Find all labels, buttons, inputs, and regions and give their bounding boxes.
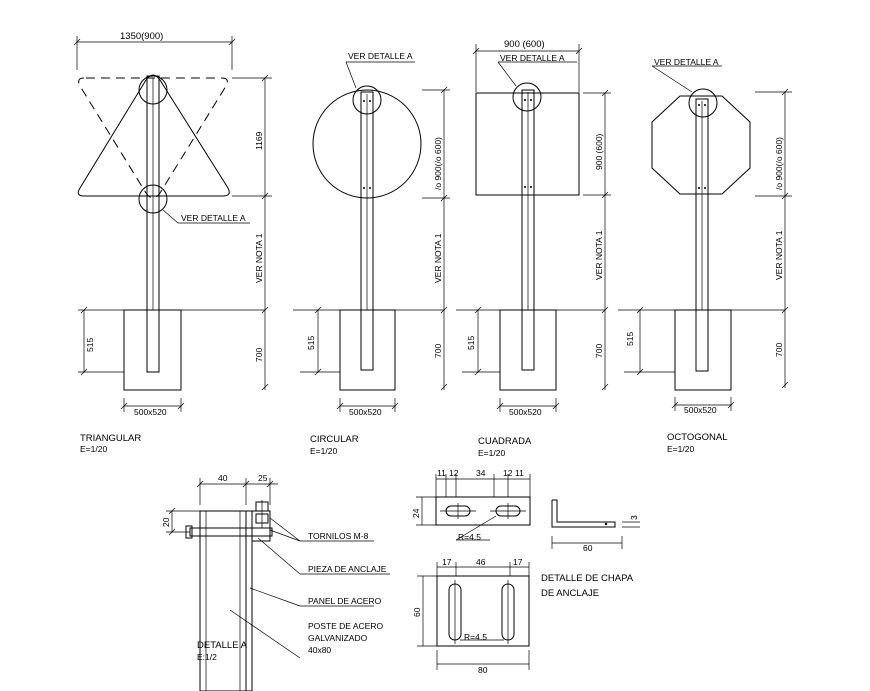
triangular-foundation (123, 309, 182, 391)
sign-triangular: 1350(900) VER DETALLE A 1169 VER NOTA 1 … (73, 31, 272, 454)
plate-side-length: 60 (583, 543, 593, 553)
triangular-detail-ref: VER DETALLE A (181, 213, 246, 223)
detail-a-label-post-1: POSTE DE ACERO (308, 621, 383, 631)
circular-depth-dim: 700 (433, 344, 443, 358)
circular-embed-dim: 515 (306, 336, 316, 350)
octogonal-post-note: VER NOTA 1 (774, 230, 784, 280)
octogonal-detail-ref: VER DETALLE A (654, 57, 719, 67)
cuadrada-panel (475, 92, 580, 196)
octogonal-embed-dim: 515 (625, 332, 635, 346)
cuadrada-detail-circle (512, 82, 542, 112)
triangular-base-dim: 500x520 (134, 407, 167, 417)
plate-top-height: 24 (411, 508, 421, 518)
circular-post-note: VER NOTA 1 (433, 233, 443, 283)
detail-a-label-post-3: 40x80 (308, 645, 331, 655)
triangular-width-dim: 1350(900) (120, 31, 163, 42)
detail-a-label-post-2: GALVANIZADO (308, 633, 368, 643)
cuadrada-size-dim: 900 (600) (594, 133, 604, 170)
cuadrada-title: CUADRADA (478, 436, 532, 447)
octogonal-depth-dim: 700 (774, 343, 784, 357)
triangular-scale: E=1/20 (80, 444, 107, 454)
triangular-depth-dim: 700 (254, 348, 264, 362)
detail-a-label-panel: PANEL DE ACERO (308, 596, 382, 606)
plate-bottom-d1: 17 (442, 557, 452, 567)
triangular-embed-dim: 515 (85, 338, 95, 352)
plate-top-d5: 11 (515, 468, 524, 478)
cuadrada-post-note: VER NOTA 1 (594, 230, 604, 280)
octogonal-base-dim: 500x520 (684, 405, 717, 415)
detail-a-dim-40: 40 (218, 473, 228, 483)
plate-top-view (435, 496, 531, 526)
anchor-plate: 11 12 34 12 11 24 R=4.5 60 3 (411, 468, 640, 675)
triangular-title: TRIANGULAR (80, 433, 141, 444)
detail-a-label-anchor: PIEZA DE ANCLAJE (308, 564, 387, 574)
plate-title-line2: DE ANCLAJE (541, 588, 599, 599)
cuadrada-detail-ref: VER DETALLE A (500, 53, 565, 63)
plate-bottom-radius: R=4.5 (464, 632, 487, 642)
plate-top-d2: 12 (449, 468, 459, 478)
detail-a-bolt (189, 527, 273, 537)
triangular-height-dim: 1169 (254, 131, 264, 150)
sign-cuadrada: 900 (600) VER DETALLE A 900 (600) VER NO… (456, 39, 611, 458)
octogonal-foundation (674, 309, 732, 391)
plate-top-d1: 11 (437, 468, 446, 478)
triangular-detail-circle (138, 184, 168, 214)
plate-side-thickness: 3 (629, 515, 639, 520)
detail-a-scale: E:1/2 (197, 652, 217, 662)
circular-size-dim: /o 900(/o 600) (433, 137, 443, 190)
plate-top-radius: R=4.5 (458, 532, 481, 542)
plate-side-view (551, 499, 616, 528)
triangle-panel-alt-dashed (78, 77, 228, 199)
cuadrada-width-dim: 900 (600) (504, 39, 545, 50)
cuadrada-depth-dim: 700 (594, 344, 604, 358)
cuadrada-base-dim: 500x520 (509, 407, 542, 417)
sign-octogonal: VER DETALLE A /o 900(/o 600) VER NOTA 1 … (618, 57, 792, 454)
detail-a-title: DETALLE A (197, 640, 248, 651)
circular-scale: E=1/20 (310, 446, 337, 456)
plate-bottom-height: 60 (412, 607, 422, 617)
detail-a-dim-25: 25 (258, 473, 268, 483)
detail-a-dim-20: 20 (161, 517, 171, 527)
sign-circular: VER DETALLE A /o 900(/o 600) VER NOTA 1 … (293, 51, 450, 456)
octogonal-panel (651, 95, 751, 195)
circular-detail-ref: VER DETALLE A (348, 51, 413, 61)
circular-foundation (339, 309, 396, 391)
plate-bottom-d3: 17 (513, 557, 523, 567)
octogonal-size-dim: /o 900(/o 600) (774, 137, 784, 190)
circular-title: CIRCULAR (310, 434, 359, 445)
plate-title-line1: DETALLE DE CHAPA (541, 573, 634, 584)
cuadrada-embed-dim: 515 (466, 336, 476, 350)
cuadrada-scale: E=1/20 (478, 448, 505, 458)
octogonal-scale: E=1/20 (667, 444, 694, 454)
octogonal-title: OCTOGONAL (667, 432, 728, 443)
plate-top-d4: 12 (503, 468, 513, 478)
octogonal-detail-circle (688, 88, 718, 118)
detail-a: 40 25 20 TORNILOS M-8 PIEZA DE ANCLAJE (161, 473, 390, 691)
circular-detail-circle (352, 85, 382, 115)
detail-a-post (199, 510, 247, 691)
plate-top-d3: 34 (476, 468, 486, 478)
detail-a-label-bolts: TORNILOS M-8 (308, 531, 369, 541)
triangle-panel (77, 74, 230, 197)
plate-bottom-d2: 46 (476, 557, 486, 567)
triangular-post-note: VER NOTA 1 (254, 233, 264, 283)
plate-bottom-view (436, 575, 530, 647)
circular-base-dim: 500x520 (349, 407, 382, 417)
detail-a-panel (245, 510, 253, 691)
cuadrada-foundation (499, 309, 557, 391)
plate-bottom-width: 80 (478, 665, 488, 675)
